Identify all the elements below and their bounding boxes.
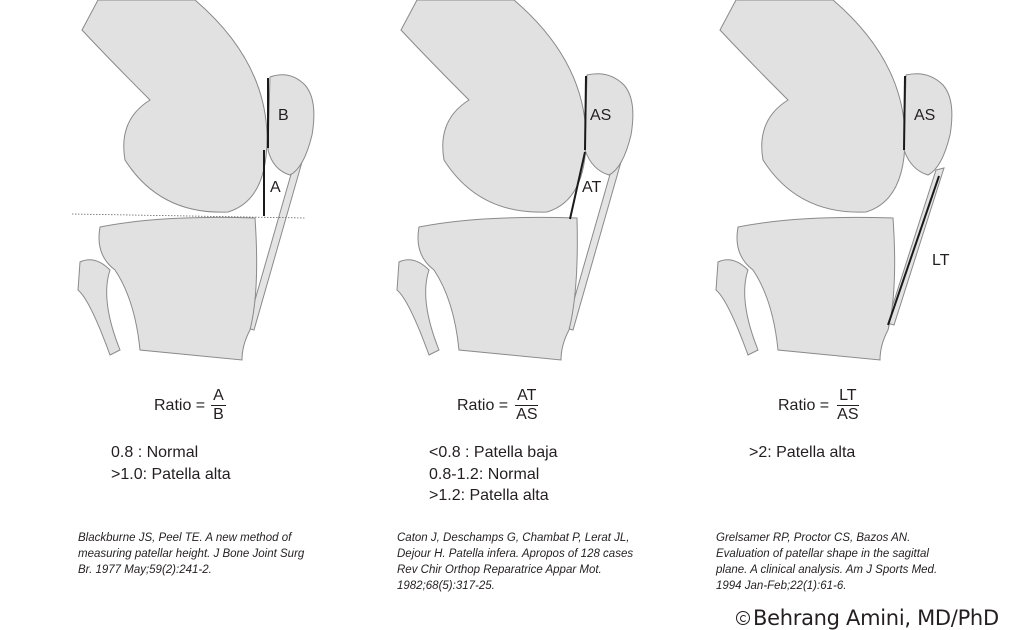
femur <box>400 0 587 213</box>
criteria-item: <0.8 : Patella baja <box>429 444 558 461</box>
author-name: Behrang Amini, MD/PhD <box>753 606 999 630</box>
femur <box>81 0 268 213</box>
ratio-label: Ratio = <box>154 396 206 414</box>
label-at: AT <box>582 179 601 196</box>
fraction-denominator: B <box>213 406 224 423</box>
fraction-denominator: AS <box>837 406 859 423</box>
tibia <box>736 216 896 361</box>
reference-2: Caton J, Deschamps G, Chambat P, Lerat J… <box>397 532 634 592</box>
tibia <box>98 216 258 361</box>
fibula <box>77 259 121 356</box>
measure-line-at <box>569 151 586 220</box>
patella <box>584 73 634 176</box>
copyright-credit: Behrang Amini, MD/PhD <box>736 606 999 630</box>
criteria-item: 0.8-1.2: Normal <box>429 465 540 483</box>
label-as: AS <box>914 107 935 124</box>
patella <box>903 73 953 176</box>
measure-line-lt <box>887 175 940 326</box>
fraction-denominator: AS <box>516 406 538 423</box>
criteria-item: >1.0: Patella alta <box>111 465 231 483</box>
fraction-numerator: AT <box>515 387 539 406</box>
reference-1: Blackburne JS, Peel TE. A new method of … <box>78 532 305 576</box>
femur <box>719 0 906 213</box>
ratio-label: Ratio = <box>778 396 830 414</box>
measure-line-as <box>584 75 587 151</box>
criteria-list-1: 0.8 : Normal >1.0: Patella alta <box>111 442 231 485</box>
knee-diagram-blackburne-peel: B A <box>71 0 315 361</box>
fraction-numerator: LT <box>837 387 859 406</box>
fibula <box>715 259 759 356</box>
fraction: AT AS <box>514 387 539 424</box>
ratio-label: Ratio = <box>457 396 509 414</box>
ratio-formula-1: Ratio = A B <box>154 387 226 424</box>
label-lt: LT <box>932 252 950 269</box>
ratio-formula-2: Ratio = AT AS <box>457 387 539 424</box>
criteria-item: >1.2: Patella alta <box>429 487 549 504</box>
patella <box>267 74 315 176</box>
copyright-icon <box>736 611 750 625</box>
fibula <box>396 259 440 356</box>
criteria-list-3: >2: Patella alta <box>749 442 855 464</box>
fraction-numerator: A <box>211 387 226 406</box>
label-as: AS <box>590 107 611 124</box>
knee-diagram-grelsamer: AS LT <box>715 0 953 361</box>
tibia <box>417 216 578 361</box>
knee-diagram-caton-deschamps: AS AT <box>396 0 634 361</box>
fraction: A B <box>211 387 226 424</box>
measure-line-as <box>903 75 906 151</box>
criteria-list-2: <0.8 : Patella baja 0.8-1.2: Normal >1.2… <box>429 442 558 507</box>
ratio-formula-3: Ratio = LT AS <box>778 387 860 424</box>
reference-3: Grelsamer RP, Proctor CS, Bazos AN. Eval… <box>716 532 938 592</box>
criteria-item: >2: Patella alta <box>749 444 856 461</box>
criteria-item: 0.8 : Normal <box>111 444 199 461</box>
label-b: B <box>278 107 289 124</box>
label-a: A <box>270 179 281 196</box>
fraction: LT AS <box>835 387 860 424</box>
